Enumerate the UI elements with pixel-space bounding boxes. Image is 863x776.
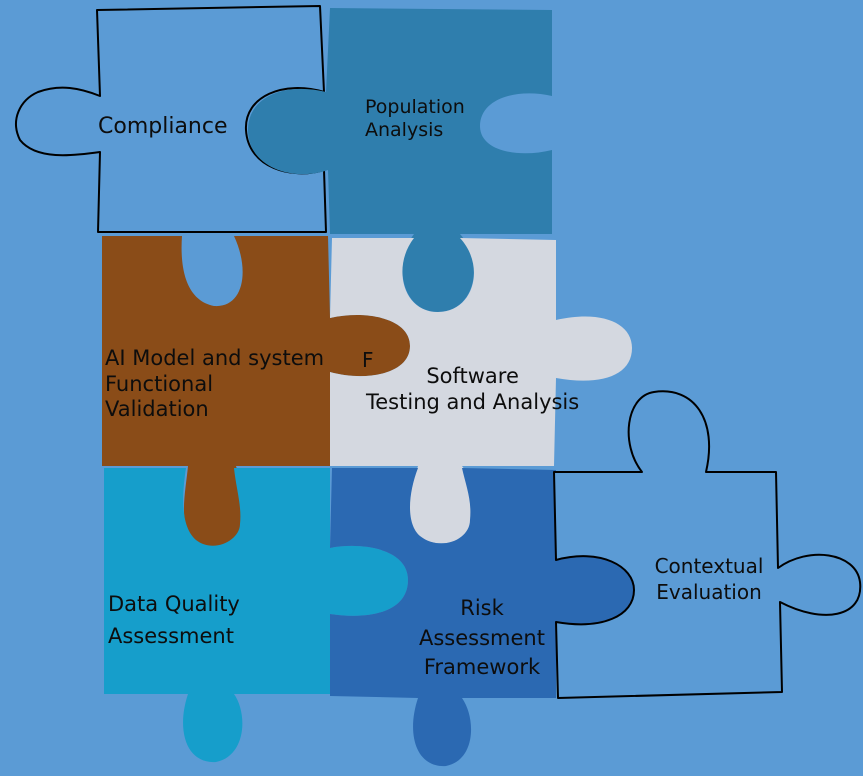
risk-framework-label: Risk Assessment Framework [419,596,545,680]
data-quality-piece [104,468,408,763]
population-piece [248,8,552,312]
ai-model-piece [102,236,410,547]
contextual-piece [553,390,862,699]
contextual-evaluation-label: Contextual Evaluation [654,554,764,605]
data-quality-label: Data Quality Assessment [108,592,240,648]
risk-piece [330,468,634,767]
software-testing-label: Software Testing and Analysis [366,364,580,414]
compliance-label: Compliance [98,114,228,139]
software-piece [330,238,632,544]
ai-model-label: AI Model and system Functional Validatio… [105,346,325,422]
population-analysis-label: Population Analysis [365,96,465,142]
stray-character: F [362,348,374,372]
compliance-piece [15,5,327,233]
